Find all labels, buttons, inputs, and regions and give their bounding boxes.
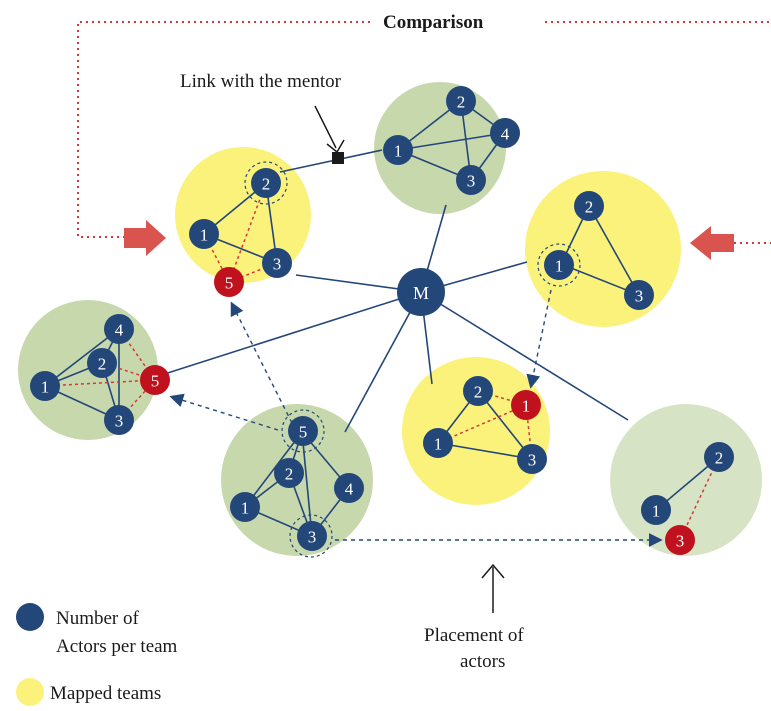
team-circle-right	[525, 171, 681, 327]
actor-node: 3	[104, 405, 134, 435]
diagram-title: Comparison	[383, 12, 484, 33]
legend-actors-line1: Number of	[56, 608, 140, 629]
svg-text:1: 1	[434, 435, 443, 454]
svg-text:3: 3	[467, 172, 476, 191]
actor-node: 1	[544, 250, 574, 280]
actor-node: 4	[490, 118, 520, 148]
actor-node: 1	[189, 219, 219, 249]
actor-node: 2	[251, 168, 281, 198]
svg-text:2: 2	[715, 449, 724, 468]
mentor-node-label: M	[413, 283, 429, 303]
actor-node: 3	[297, 521, 327, 551]
svg-text:1: 1	[41, 378, 50, 397]
svg-text:3: 3	[308, 528, 317, 547]
legend: Number of Actors per team Mapped teams	[16, 603, 178, 706]
svg-text:5: 5	[151, 372, 160, 391]
svg-text:1: 1	[522, 397, 531, 416]
svg-text:4: 4	[501, 125, 510, 144]
svg-text:1: 1	[652, 502, 661, 521]
selection-rings	[244, 161, 581, 558]
actor-node: 5	[288, 416, 318, 446]
new-actor-node: 1	[511, 390, 541, 420]
placement-label-line1: Placement of	[424, 625, 524, 646]
actor-node: 4	[334, 473, 364, 503]
actor-node: 2	[574, 191, 604, 221]
placement-label-line2: actors	[460, 651, 505, 672]
svg-text:2: 2	[285, 465, 294, 484]
left-block-arrow	[124, 220, 166, 256]
svg-text:2: 2	[457, 93, 466, 112]
svg-text:3: 3	[273, 255, 282, 274]
mentor-link-connector	[279, 105, 383, 173]
actor-node: 1	[641, 495, 671, 525]
svg-text:1: 1	[555, 257, 564, 276]
team-circle-left	[18, 300, 158, 440]
svg-text:3: 3	[528, 451, 537, 470]
new-actor-node: 3	[665, 525, 695, 555]
svg-text:2: 2	[262, 175, 271, 194]
legend-mapped-swatch	[16, 678, 44, 706]
team-circle-middle	[402, 357, 550, 505]
legend-mapped-label: Mapped teams	[50, 683, 161, 704]
svg-text:4: 4	[115, 321, 124, 340]
svg-text:1: 1	[200, 226, 209, 245]
mentor-node: M	[397, 268, 445, 316]
svg-text:4: 4	[345, 480, 354, 499]
legend-actor-swatch	[16, 603, 44, 631]
actor-node: 1	[30, 371, 60, 401]
actor-node: 3	[624, 280, 654, 310]
right-block-arrow	[690, 226, 734, 260]
svg-text:1: 1	[394, 142, 403, 161]
mentor-link-label: Link with the mentor	[180, 71, 342, 92]
svg-text:3: 3	[635, 287, 644, 306]
actor-node: 2	[463, 376, 493, 406]
comparison-frame	[77, 21, 771, 244]
actor-node: 2	[87, 348, 117, 378]
actor-node: 3	[456, 165, 486, 195]
svg-text:2: 2	[474, 383, 483, 402]
actor-node: 4	[104, 314, 134, 344]
placement-arrows	[169, 289, 663, 547]
actor-node: 1	[423, 428, 453, 458]
placement-pointer	[481, 563, 505, 613]
new-actor-node: 5	[214, 267, 244, 297]
actor-node: 3	[262, 248, 292, 278]
actor-node: 1	[383, 135, 413, 165]
svg-text:2: 2	[98, 355, 107, 374]
svg-text:3: 3	[115, 412, 124, 431]
svg-text:2: 2	[585, 198, 594, 217]
svg-text:3: 3	[676, 532, 685, 551]
actor-node: 3	[517, 444, 547, 474]
actor-node: 2	[704, 442, 734, 472]
svg-text:5: 5	[225, 274, 234, 293]
actor-node: 2	[274, 458, 304, 488]
actor-node: 1	[230, 492, 260, 522]
svg-text:1: 1	[241, 499, 250, 518]
actor-node: 2	[446, 86, 476, 116]
svg-text:5: 5	[299, 423, 308, 442]
new-actor-node: 5	[140, 365, 170, 395]
legend-actors-line2: Actors per team	[56, 636, 178, 657]
